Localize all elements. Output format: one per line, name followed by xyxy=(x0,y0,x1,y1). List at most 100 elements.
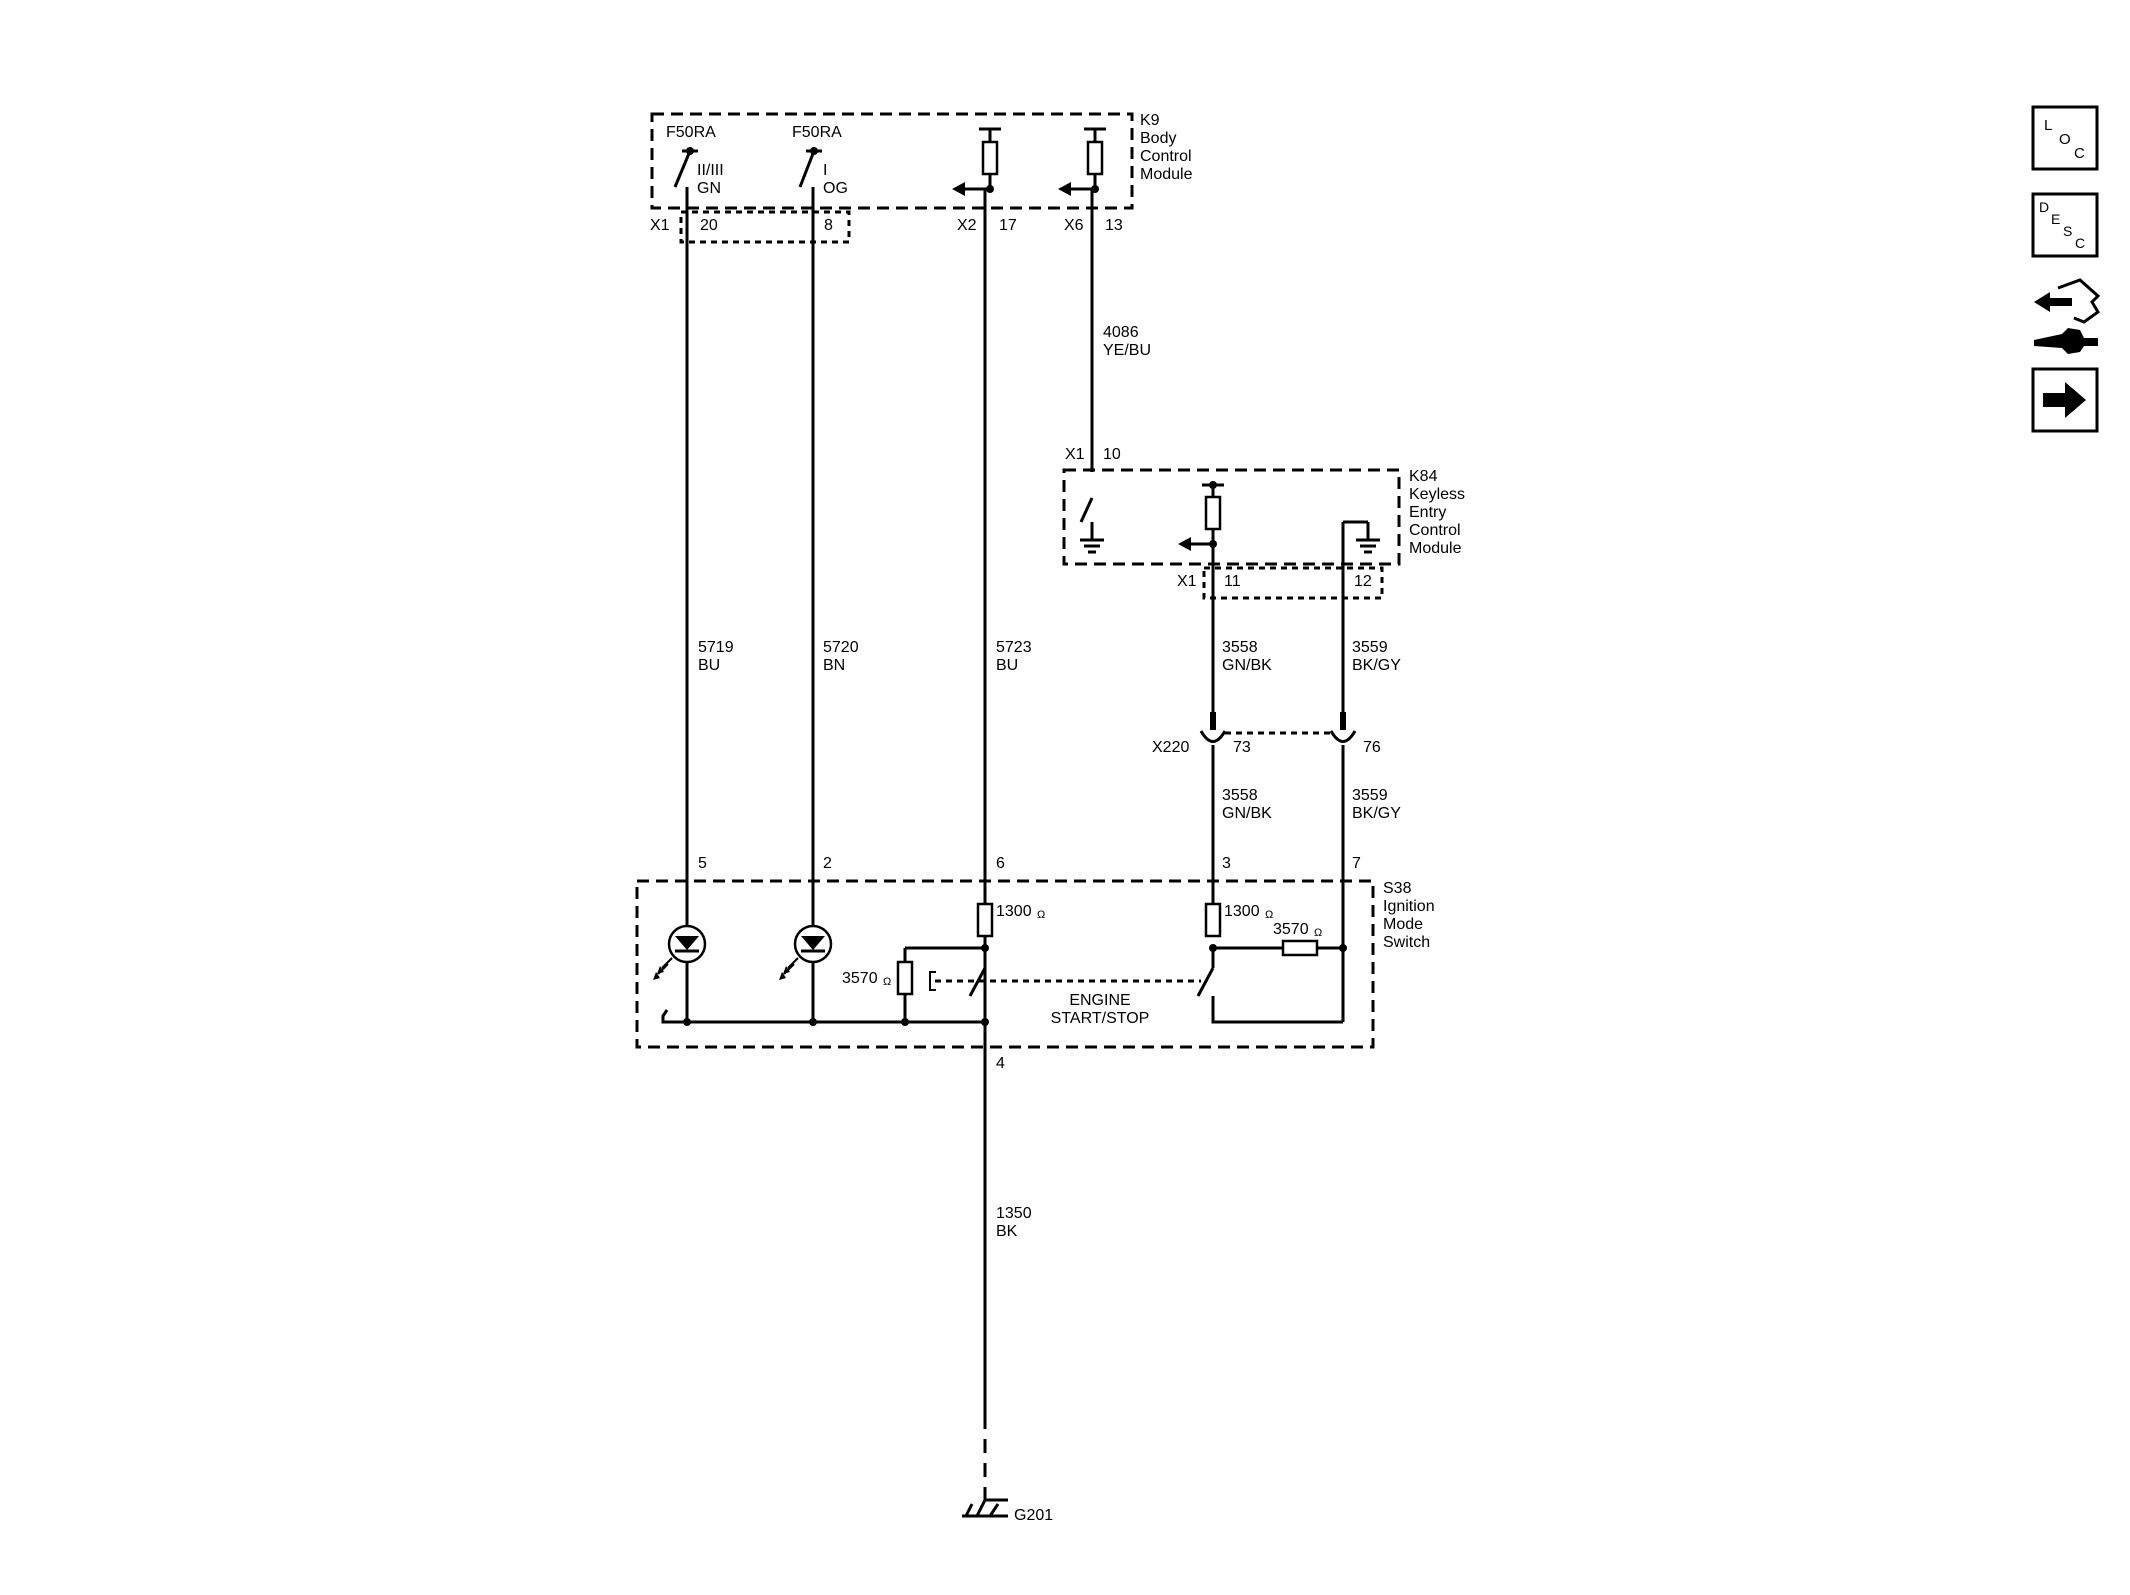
s38-r1300-left-ohm: Ω xyxy=(1037,909,1045,921)
wire-1350-color: BK xyxy=(996,1223,1018,1240)
k84-name-line-2: Entry xyxy=(1409,504,1446,521)
wires xyxy=(685,187,1345,1500)
k9-conn-x6: X6 xyxy=(1064,217,1084,234)
desc-letter-d: D xyxy=(2039,199,2049,215)
k84-conn-x1-top: X1 xyxy=(1065,446,1085,463)
k9-name-line-3: Module xyxy=(1140,166,1193,183)
k9-pin-20: 20 xyxy=(700,217,718,234)
k9-conn-x2: X2 xyxy=(957,217,977,234)
x220-conn-label: X220 xyxy=(1152,739,1189,756)
wire-3559-lower-circuit: 3559 xyxy=(1352,787,1388,804)
k9-name-line-2: Control xyxy=(1140,148,1192,165)
k9-fuse-a-position: II/III xyxy=(697,162,724,179)
k84-name-line-3: Control xyxy=(1409,522,1461,539)
wire-4086-color: YE/BU xyxy=(1103,342,1151,359)
s38-pin-7: 7 xyxy=(1352,855,1361,872)
s38-pin-3: 3 xyxy=(1222,855,1231,872)
s38-r3570-left-value: 3570 xyxy=(842,970,878,987)
s38-r1300-left-value: 1300 xyxy=(996,903,1032,920)
s38-switch-label-line-2: START/STOP xyxy=(1051,1010,1150,1027)
wire-4086-circuit: 4086 xyxy=(1103,324,1139,341)
k9-fuse-a-label: F50RA xyxy=(666,124,716,141)
k9-module-outline xyxy=(650,112,1134,210)
x220-pin-73: 73 xyxy=(1233,739,1251,756)
wire-3558-upper-color: GN/BK xyxy=(1222,657,1272,674)
ground-g201-label: G201 xyxy=(1014,1507,1053,1524)
k84-conn-x1-bottom: X1 xyxy=(1177,573,1197,590)
s38-r1300-right-value: 1300 xyxy=(1224,903,1260,920)
s38-name-line-1: Ignition xyxy=(1383,898,1435,915)
s38-pin-5: 5 xyxy=(698,855,707,872)
inline-connector-x220: X220 73 76 xyxy=(1152,712,1381,756)
wire-3559-upper-circuit: 3559 xyxy=(1352,639,1388,656)
k9-fuse-b-label: F50RA xyxy=(792,124,842,141)
wire-5723-color: BU xyxy=(996,657,1018,674)
s38-pin-6: 6 xyxy=(996,855,1005,872)
s38-ref: S38 xyxy=(1383,880,1412,897)
wire-5720-circuit: 5720 xyxy=(823,639,859,656)
s38-resistor-1300-right: 1300 Ω xyxy=(1204,902,1273,952)
connector-repair-icon[interactable] xyxy=(2034,278,2101,354)
s38-led-1 xyxy=(653,924,707,980)
k9-body-control-module: K9 Body Control Module F50RA II/III GN F… xyxy=(650,112,1193,244)
s38-pin-2: 2 xyxy=(823,855,832,872)
s38-switch-label-line-1: ENGINE xyxy=(1069,992,1130,1009)
desc-letter-e: E xyxy=(2051,211,2060,227)
desc-button[interactable]: D E S C xyxy=(2031,192,2099,258)
k9-name-line-1: Body xyxy=(1140,130,1176,147)
k9-conn-x1: X1 xyxy=(650,217,670,234)
wire-labels: 5719 BU 5720 BN 5723 BU 4086 YE/BU 3558 … xyxy=(698,324,1401,1240)
k84-connector-x1-outline xyxy=(1202,566,1384,600)
k84-ground-pin-12 xyxy=(1341,520,1380,554)
wire-5719-color: BU xyxy=(698,657,720,674)
s38-r3570-right-ohm: Ω xyxy=(1314,927,1322,939)
s38-name-line-2: Mode xyxy=(1383,916,1423,933)
k9-pin-8: 8 xyxy=(824,217,833,234)
k84-name-line-1: Keyless xyxy=(1409,486,1465,503)
wire-5723-circuit: 5723 xyxy=(996,639,1032,656)
s38-led-2 xyxy=(779,924,833,980)
arrow-right-icon xyxy=(2043,382,2086,418)
s38-pin-4: 4 xyxy=(996,1055,1005,1072)
k84-pin-12: 12 xyxy=(1354,573,1372,590)
k9-pin-17: 17 xyxy=(999,217,1017,234)
wire-1350-circuit: 1350 xyxy=(996,1205,1032,1222)
wire-5719-circuit: 5719 xyxy=(698,639,734,656)
k9-pin-13: 13 xyxy=(1105,217,1123,234)
k9-fuse-a-color: GN xyxy=(697,180,721,197)
k84-pullup-pin-11 xyxy=(1178,481,1224,551)
k9-pullup-x6 xyxy=(1058,127,1106,196)
next-button[interactable] xyxy=(2031,367,2099,433)
s38-resistor-3570-left: 3570 Ω xyxy=(842,946,985,1022)
loc-letter-c: C xyxy=(2074,145,2085,162)
wire-3559-upper-color: BK/GY xyxy=(1352,657,1401,674)
k9-fuse-b-switch: F50RA I OG xyxy=(792,124,848,197)
x220-pin-76: 76 xyxy=(1363,739,1381,756)
wire-3558-upper-circuit: 3558 xyxy=(1222,639,1258,656)
wire-3559-lower-color: BK/GY xyxy=(1352,805,1401,822)
s38-start-stop-button xyxy=(929,971,936,991)
k84-keyless-entry-control-module: X1 10 K84 Keyless Entry Control Module xyxy=(1062,446,1465,600)
s38-module-outline xyxy=(635,879,1375,1049)
s38-right-return xyxy=(1211,996,1343,1024)
k9-pullup-x2 xyxy=(952,127,1001,196)
desc-letter-c: C xyxy=(2075,235,2085,251)
loc-button[interactable]: L O C xyxy=(2031,105,2099,171)
wire-3558-lower-circuit: 3558 xyxy=(1222,787,1258,804)
s38-name-line-3: Switch xyxy=(1383,934,1430,951)
k84-name-line-4: Module xyxy=(1409,540,1462,557)
s38-r3570-right-value: 3570 xyxy=(1273,921,1309,938)
desc-letter-s: S xyxy=(2063,223,2072,239)
s38-resistor-3570-right: 3570 Ω xyxy=(1213,921,1347,957)
loc-letter-o: O xyxy=(2059,131,2071,148)
ground-g201: G201 xyxy=(962,1498,1053,1524)
s38-resistor-1300-left: 1300 Ω xyxy=(976,902,1045,952)
s38-r3570-left-ohm: Ω xyxy=(883,976,891,988)
s38-r1300-right-ohm: Ω xyxy=(1265,909,1273,921)
k9-fuse-b-position: I xyxy=(823,162,827,179)
k84-ref: K84 xyxy=(1409,468,1438,485)
s38-ignition-mode-switch: S38 Ignition Mode Switch 5 2 6 3 7 4 xyxy=(635,855,1435,1072)
k9-ref: K9 xyxy=(1140,112,1160,129)
k9-fuse-b-color: OG xyxy=(823,180,848,197)
